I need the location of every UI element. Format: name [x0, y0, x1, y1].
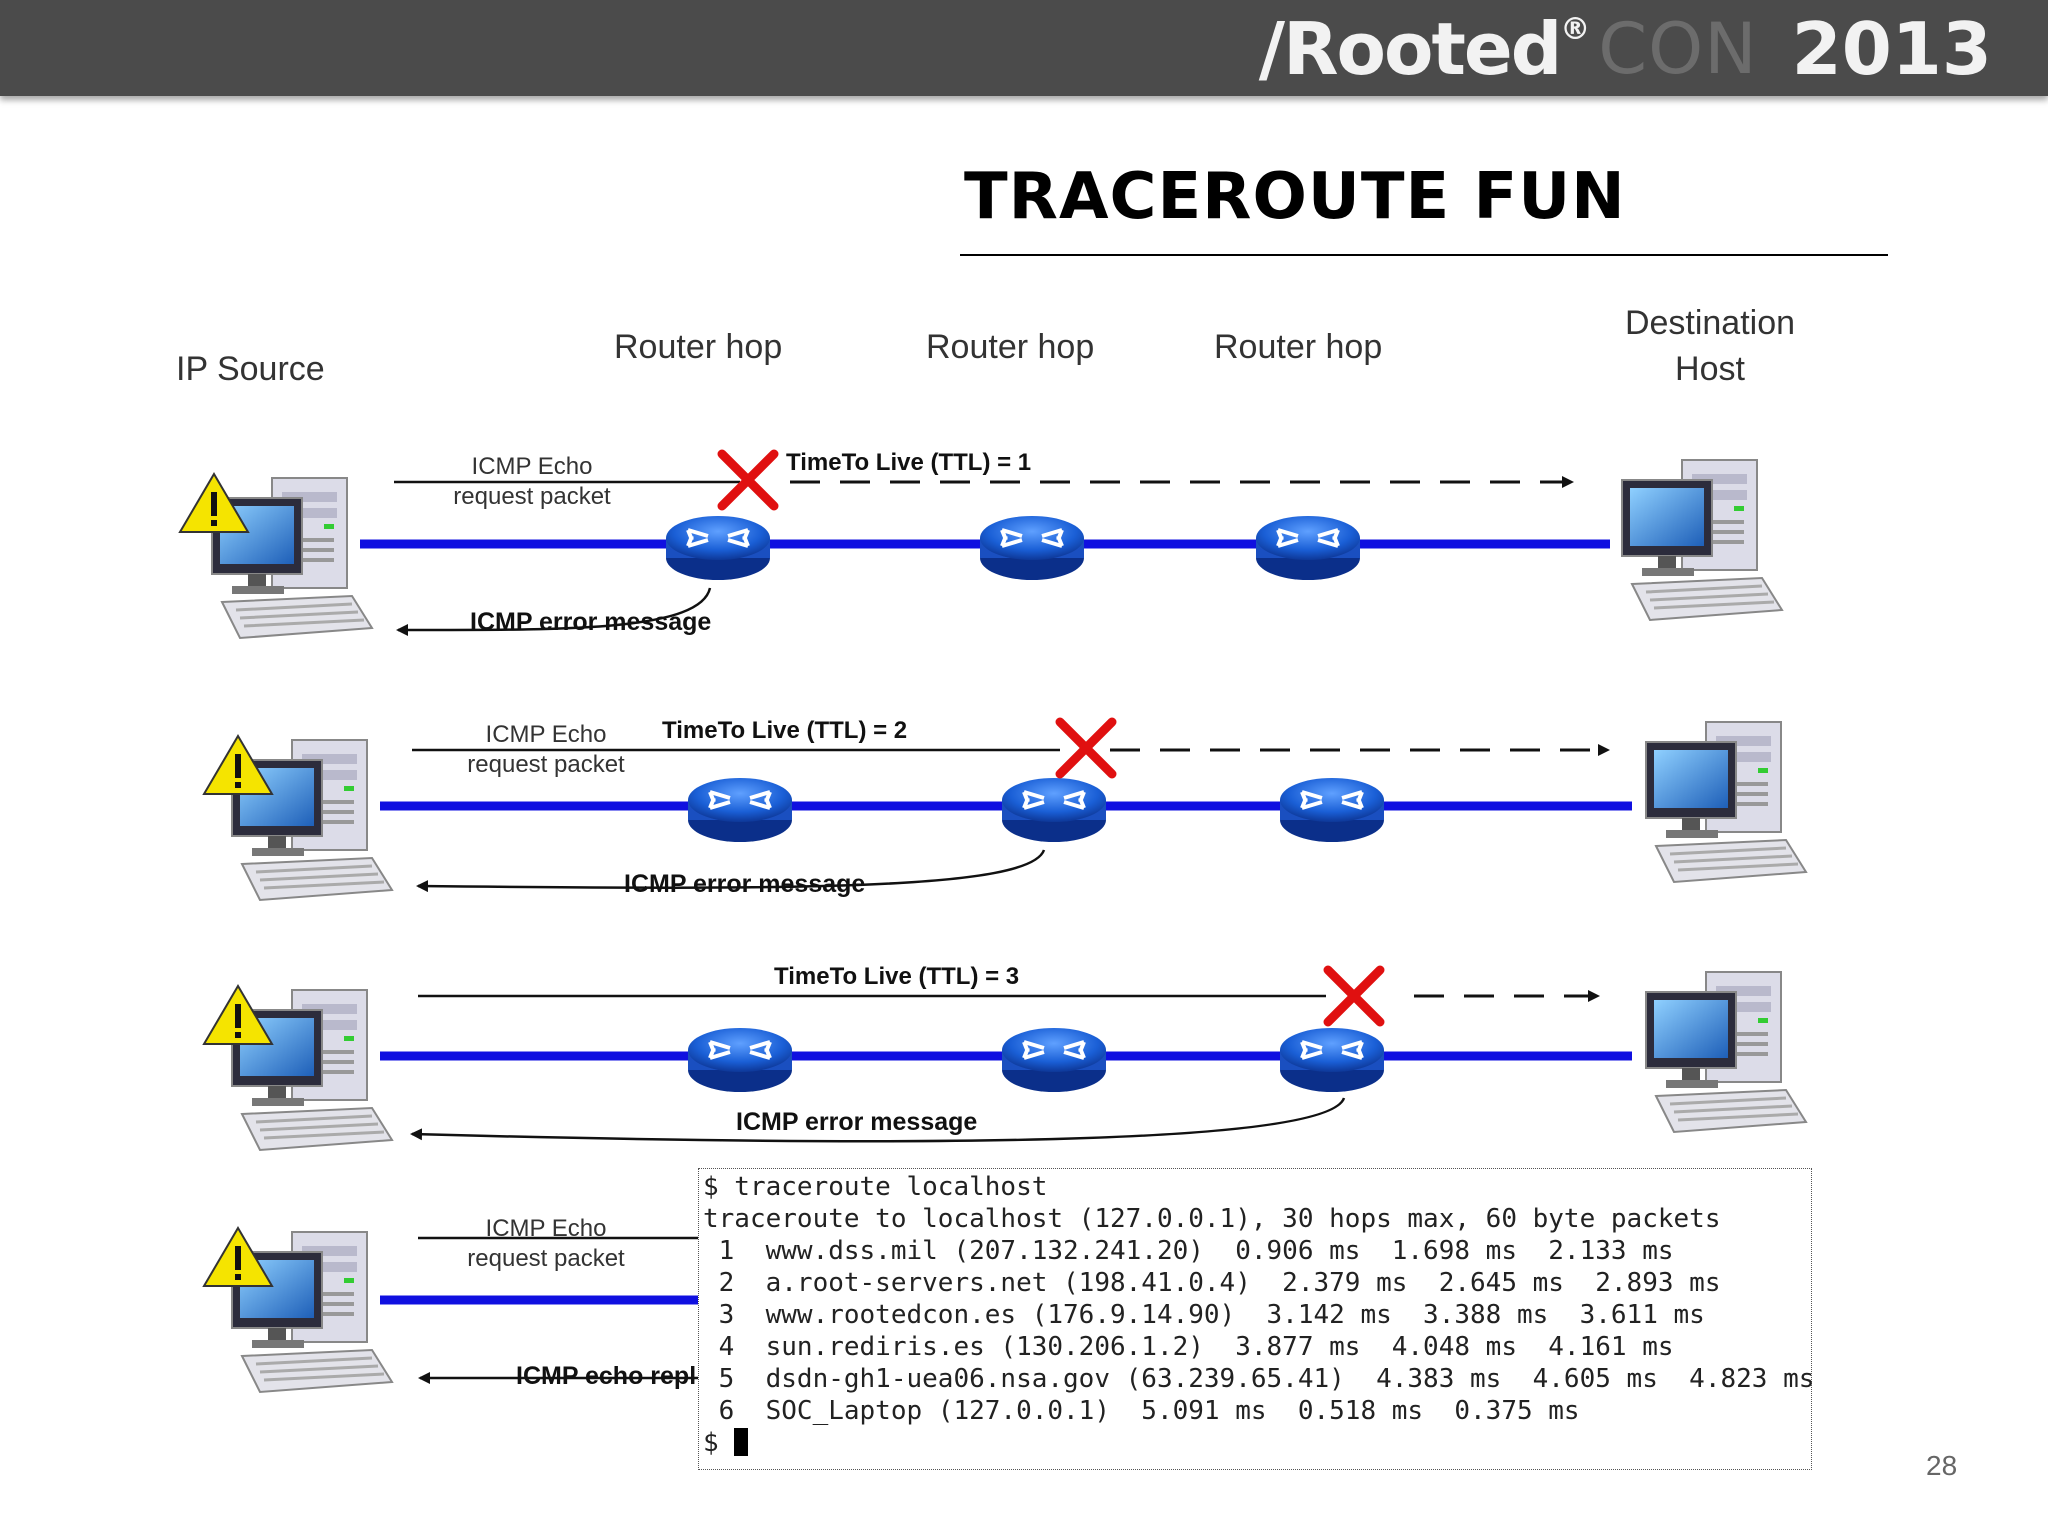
ttl-label: TimeTo Live (TTL) = 2 [662, 717, 907, 744]
drop-x-icon [722, 454, 774, 506]
return-arrow [416, 849, 1046, 893]
router-icon [1254, 514, 1362, 582]
router-icon [686, 776, 794, 844]
source-pc-icon [210, 476, 374, 640]
ttl-label: TimeTo Live (TTL) = 1 [786, 449, 1031, 476]
terminal-line: 1 www.dss.mil (207.132.241.20) 0.906 ms … [703, 1236, 1674, 1266]
ttl-label: TimeTo Live (TTL) = 3 [774, 963, 1019, 990]
source-pc-icon [230, 1230, 394, 1394]
row-3: TimeTo Live (TTL) = 3 ICMP error message [203, 963, 1808, 1152]
terminal-cursor [734, 1428, 749, 1456]
col-router-hop-1: Router hop [614, 328, 782, 366]
echo-label-line1: ICMP Echo [472, 453, 593, 480]
terminal-line: 2 a.root-servers.net (198.41.0.4) 2.379 … [703, 1268, 1721, 1298]
router-icon [1278, 1026, 1386, 1094]
terminal-line: 5 dsdn-gh1-uea06.nsa.gov (63.239.65.41) … [703, 1364, 1815, 1394]
router-icon [664, 514, 772, 582]
terminal-line: traceroute to localhost (127.0.0.1), 30 … [703, 1204, 1721, 1234]
echo-label-line2: request packet [467, 751, 625, 778]
echo-label-line1: ICMP Echo [486, 1215, 607, 1242]
row-2: ICMP Echo request packet TimeTo Live (TT… [203, 717, 1808, 902]
brand-rooted: /Rooted [1258, 7, 1562, 91]
header-bar: /Rooted ® CON 2013 [0, 0, 2048, 96]
row-4: ICMP Echo request packet ICMP echo repl [203, 1215, 700, 1394]
return-label: ICMP echo repl [516, 1362, 696, 1390]
brand-con: CON [1598, 8, 1758, 90]
return-arrow [410, 1097, 1346, 1143]
router-icon [686, 1026, 794, 1094]
return-label: ICMP error message [624, 870, 865, 898]
source-pc-icon [230, 738, 394, 902]
return-label: ICMP error message [736, 1108, 977, 1136]
terminal-line: 6 SOC_Laptop (127.0.0.1) 5.091 ms 0.518 … [703, 1396, 1580, 1426]
echo-label-line1: ICMP Echo [486, 721, 607, 748]
brand-logo: /Rooted ® CON 2013 [1259, 6, 1992, 92]
destination-pc-icon [1620, 458, 1784, 622]
terminal-prompt: $ [703, 1428, 735, 1458]
echo-label-line2: request packet [467, 1245, 625, 1272]
terminal-line: $ traceroute localhost [703, 1172, 1048, 1202]
source-pc-icon [230, 988, 394, 1152]
row-1: ICMP Echo request packet TimeTo Live (TT… [179, 449, 1784, 640]
drop-x-icon [1328, 970, 1380, 1022]
return-arrow [396, 587, 712, 637]
col-router-hop-2: Router hop [926, 328, 1094, 366]
destination-pc-icon [1644, 970, 1808, 1134]
col-destination-line2: Host [1675, 350, 1745, 388]
router-icon [1278, 776, 1386, 844]
brand-registered: ® [1560, 11, 1591, 47]
drop-x-icon [1060, 722, 1112, 774]
col-ip-source: IP Source [176, 350, 325, 388]
terminal-line: 3 www.rootedcon.es (176.9.14.90) 3.142 m… [703, 1300, 1705, 1330]
return-label: ICMP error message [470, 608, 711, 636]
router-icon [1000, 776, 1108, 844]
router-icon [978, 514, 1086, 582]
terminal-prompt-line[interactable]: $ [703, 1427, 1811, 1459]
brand-year: 2013 [1791, 7, 1992, 91]
router-icon [1000, 1026, 1108, 1094]
page-number: 28 [1926, 1450, 1958, 1481]
title-underline [960, 254, 1888, 256]
col-router-hop-3: Router hop [1214, 328, 1382, 366]
slide-title: TRACEROUTE FUN [964, 160, 1626, 234]
col-destination-line1: Destination [1625, 304, 1795, 342]
echo-label-line2: request packet [453, 483, 611, 510]
terminal-line: 4 sun.rediris.es (130.206.1.2) 3.877 ms … [703, 1332, 1674, 1362]
destination-pc-icon [1644, 720, 1808, 884]
